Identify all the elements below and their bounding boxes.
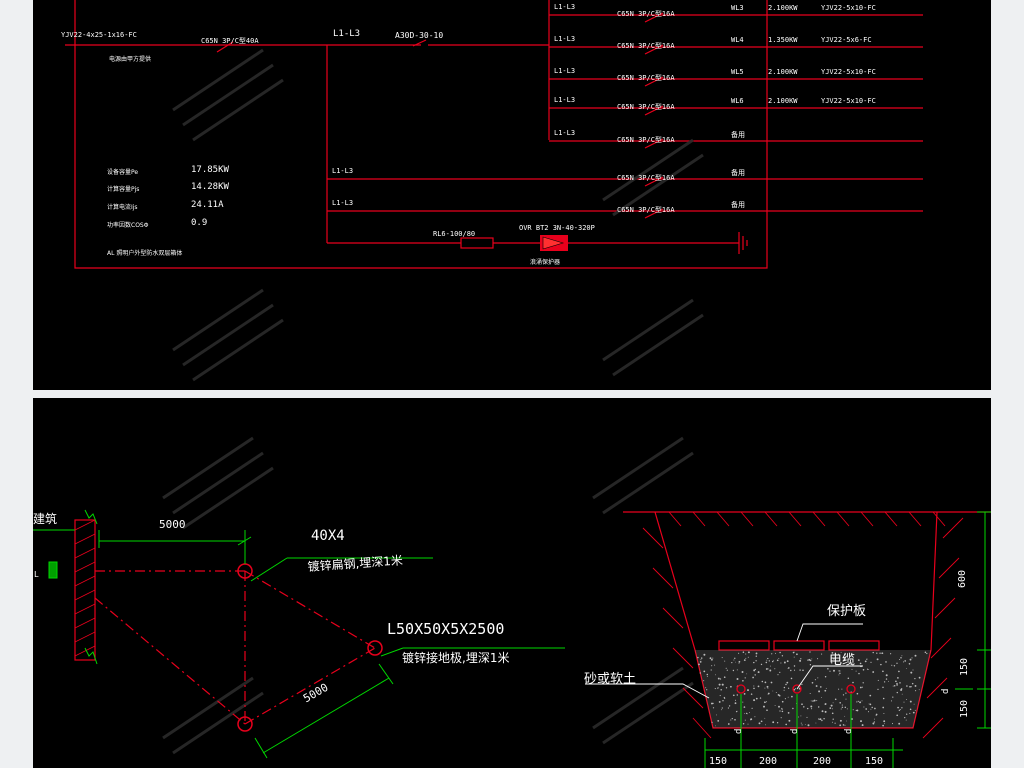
branch-circuit: WL5	[731, 68, 744, 76]
building-label: 建筑	[33, 512, 58, 526]
bus-label: L1-L3	[333, 29, 361, 39]
branch-power: 1.350KW	[768, 36, 798, 44]
protect-plate-label: 保护板	[827, 604, 867, 619]
branch-cable: YJV22-5x6-FC	[821, 36, 872, 44]
param-value: 17.85KW	[191, 165, 229, 175]
building-wall	[33, 509, 98, 665]
main-note-label: 电源由甲方提供	[109, 56, 152, 63]
dimension-label-5000: 5000	[159, 518, 186, 531]
cable-trench	[623, 511, 991, 739]
breaker-symbol	[644, 138, 664, 149]
main-breaker-label: C65N 3P/C型40A	[201, 37, 259, 45]
spd-label: OVR BT2 3N-40-320P	[519, 224, 595, 232]
d-label: d	[844, 728, 854, 734]
branch-circuit: WL6	[731, 97, 744, 105]
angle-steel-spec: L50X50X5X2500	[387, 620, 505, 638]
dimension-vertical: 600	[957, 569, 968, 588]
param-label: 设备容量Pe	[107, 169, 139, 176]
d-label: d	[790, 728, 800, 734]
soil-label: 砂或软土	[584, 672, 637, 687]
branch-circuit: 备用	[731, 131, 745, 139]
branch-breaker: C65N 3P/C型16A	[617, 103, 675, 111]
param-label: 计算电流Ijs	[107, 204, 138, 211]
breaker-symbol	[644, 176, 664, 187]
cable-label: 电缆	[829, 653, 856, 668]
branch-circuit: WL3	[731, 4, 744, 12]
distribution-schematic-panel: YJV22-4x25-1x16-FC C65N 3P/C型40A 电源由甲方提供…	[33, 0, 991, 390]
param-value: 24.11A	[191, 200, 224, 210]
breaker-symbol	[644, 12, 664, 23]
cable-cross-section	[736, 684, 856, 694]
branch-cable: YJV22-5x10-FC	[821, 97, 876, 105]
angle-steel-note: 镀锌接地极,埋深1米	[402, 651, 510, 665]
sand-fill	[695, 650, 931, 728]
dimension-vertical: 150	[959, 699, 970, 718]
branch-circuit: 备用	[731, 169, 745, 177]
schematic-drawing	[65, 0, 923, 382]
spd-symbol	[540, 235, 568, 251]
building-mark: L	[34, 570, 39, 579]
branch-breaker: C65N 3P/C型16A	[617, 42, 675, 50]
branch-circuit: WL4	[731, 36, 744, 44]
branch-phase: L1-L3	[332, 199, 354, 207]
branch-phase: L1-L3	[332, 167, 354, 175]
param-value: 0.9	[191, 218, 208, 228]
grounding-conductor	[94, 570, 376, 725]
fuse-label: RL6-100/80	[433, 230, 476, 238]
breaker-symbol	[644, 76, 664, 87]
branch-breaker: C65N 3P/C型16A	[617, 136, 675, 144]
branch-cable: YJV22-5x10-FC	[821, 68, 876, 76]
main-cable-label: YJV22-4x25-1x16-FC	[61, 31, 137, 39]
dimension-horizontal: 200	[759, 756, 778, 767]
branch-circuit: 备用	[731, 201, 745, 209]
branch-phase: L1-L3	[554, 129, 576, 137]
branch-phase: L1-L3	[554, 3, 576, 11]
branch-phase: L1-L3	[554, 96, 576, 104]
breaker-symbol	[644, 44, 664, 55]
flat-steel-spec: 40X4	[311, 528, 345, 544]
grounding-and-trench-panel: 建筑 L 5000 40X4 镀锌扁钢,埋深1米 L50X50X5X2500 镀…	[33, 398, 991, 768]
branch-breaker: C65N 3P/C型16A	[617, 74, 675, 82]
param-value: 14.28KW	[191, 182, 229, 192]
watermark-logo-icon	[162, 436, 694, 755]
dimension-horizontal: 150	[709, 756, 728, 767]
param-label: 计算容量Pjs	[107, 186, 140, 193]
branch-cable: YJV22-5x10-FC	[821, 4, 876, 12]
branch-breaker: C65N 3P/C型16A	[617, 174, 675, 182]
breaker-symbol	[644, 208, 664, 219]
branch-phase: L1-L3	[554, 67, 576, 75]
branch-breaker: C65N 3P/C型16A	[617, 10, 675, 18]
dimension-vertical: 150	[959, 657, 970, 676]
ground-electrode	[237, 563, 383, 732]
param-label: 功率因数COSΦ	[107, 222, 149, 229]
isolator-label: A30D-30-10	[395, 31, 444, 40]
grounding-drawing	[33, 436, 991, 768]
dimension-horizontal: 150	[865, 756, 884, 767]
dimension-horizontal: 200	[813, 756, 832, 767]
breaker-symbol	[644, 105, 664, 116]
branch-breaker: C65N 3P/C型16A	[617, 206, 675, 214]
d-label: d	[734, 728, 744, 734]
d-label: d	[941, 688, 951, 694]
branch-power: 2.100KW	[768, 97, 798, 105]
branch-phase: L1-L3	[554, 35, 576, 43]
spd-note: 浪涌保护器	[530, 259, 561, 266]
branch-power: 2.100KW	[768, 68, 798, 76]
branch-power: 2.100KW	[768, 4, 798, 12]
watermark-logo-icon	[172, 48, 704, 382]
box-note: AL 照明户外型防水双层箱体	[107, 250, 183, 257]
